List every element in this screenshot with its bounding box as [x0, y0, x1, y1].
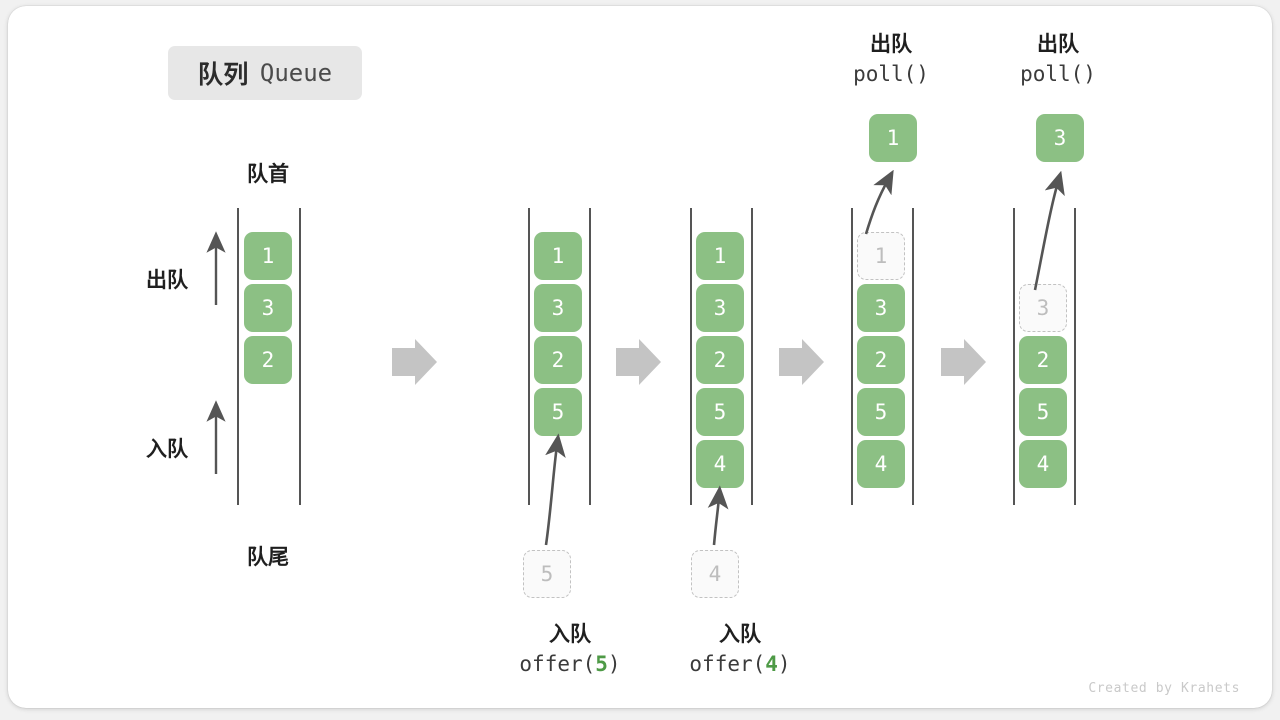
queue-rail-left-col1 — [237, 208, 239, 505]
queue-rail-left-col5 — [1013, 208, 1015, 505]
step-arrow-1 — [392, 339, 437, 385]
queue-cell: 4 — [857, 440, 905, 488]
polled-item: 1 — [869, 114, 917, 162]
enqueue-direction-label: 入队 — [146, 438, 188, 461]
poll-caption-1: 出队 poll() — [816, 30, 966, 90]
poll-caption-2-code: poll() — [1020, 61, 1096, 86]
title-label-en: Queue — [259, 59, 333, 87]
poll-1-arrow — [864, 169, 894, 235]
queue-rail-right-col5 — [1074, 208, 1076, 505]
poll-caption-1-cn: 出队 — [870, 33, 912, 56]
offer-4-value: 4 — [765, 651, 778, 676]
queue-rail-right-col3 — [751, 208, 753, 505]
queue-rail-left-col3 — [690, 208, 692, 505]
queue-cell: 4 — [696, 440, 744, 488]
offer-5-value: 5 — [595, 651, 608, 676]
queue-cell: 2 — [244, 336, 292, 384]
watermark: Created by Krahets — [1088, 681, 1240, 696]
dequeue-direction-label: 出队 — [146, 269, 188, 292]
queue-rail-right-col2 — [589, 208, 591, 505]
polled-item: 3 — [1036, 114, 1084, 162]
queue-cell: 2 — [857, 336, 905, 384]
incoming-item-ghost: 5 — [523, 550, 571, 598]
incoming-item-ghost: 4 — [691, 550, 739, 598]
queue-cell: 3 — [534, 284, 582, 332]
step-arrow-3 — [779, 339, 824, 385]
queue-cell: 2 — [534, 336, 582, 384]
queue-rail-left-col2 — [528, 208, 530, 505]
queue-cell: 5 — [696, 388, 744, 436]
queue-cell: 5 — [857, 388, 905, 436]
queue-cell: 3 — [244, 284, 292, 332]
queue-cell: 1 — [696, 232, 744, 280]
step-arrow-4 — [941, 339, 986, 385]
title-chip: 队列 Queue — [168, 46, 362, 100]
offer-caption-5: 入队 offer(5) — [470, 620, 670, 680]
offer-4-arrow — [707, 485, 729, 546]
outgoing-item-ghost: 3 — [1019, 284, 1067, 332]
queue-cell: 5 — [534, 388, 582, 436]
queue-cell: 1 — [534, 232, 582, 280]
poll-2-arrow — [1033, 170, 1065, 291]
queue-cell: 1 — [244, 232, 292, 280]
outgoing-item-ghost: 1 — [857, 232, 905, 280]
offer-caption-5-cn: 入队 — [549, 623, 591, 646]
front-label: 队首 — [247, 163, 289, 186]
queue-cell: 3 — [696, 284, 744, 332]
step-arrow-2 — [616, 339, 661, 385]
rear-label: 队尾 — [247, 546, 289, 569]
title-label-cn: 队列 — [197, 61, 249, 89]
poll-caption-2-cn: 出队 — [1037, 33, 1079, 56]
queue-cell: 2 — [1019, 336, 1067, 384]
poll-caption-1-code: poll() — [853, 61, 929, 86]
offer-5-arrow — [544, 433, 566, 546]
offer-caption-4: 入队 offer(4) — [640, 620, 840, 680]
poll-caption-2: 出队 poll() — [983, 30, 1133, 90]
queue-cell: 4 — [1019, 440, 1067, 488]
queue-rail-right-col1 — [299, 208, 301, 505]
queue-cell: 3 — [857, 284, 905, 332]
queue-cell: 5 — [1019, 388, 1067, 436]
queue-rail-left-col4 — [851, 208, 853, 505]
queue-cell: 2 — [696, 336, 744, 384]
offer-caption-4-cn: 入队 — [719, 623, 761, 646]
offer-caption-5-code: offer(5) — [519, 651, 621, 676]
offer-caption-4-code: offer(4) — [689, 651, 791, 676]
queue-rail-right-col4 — [912, 208, 914, 505]
